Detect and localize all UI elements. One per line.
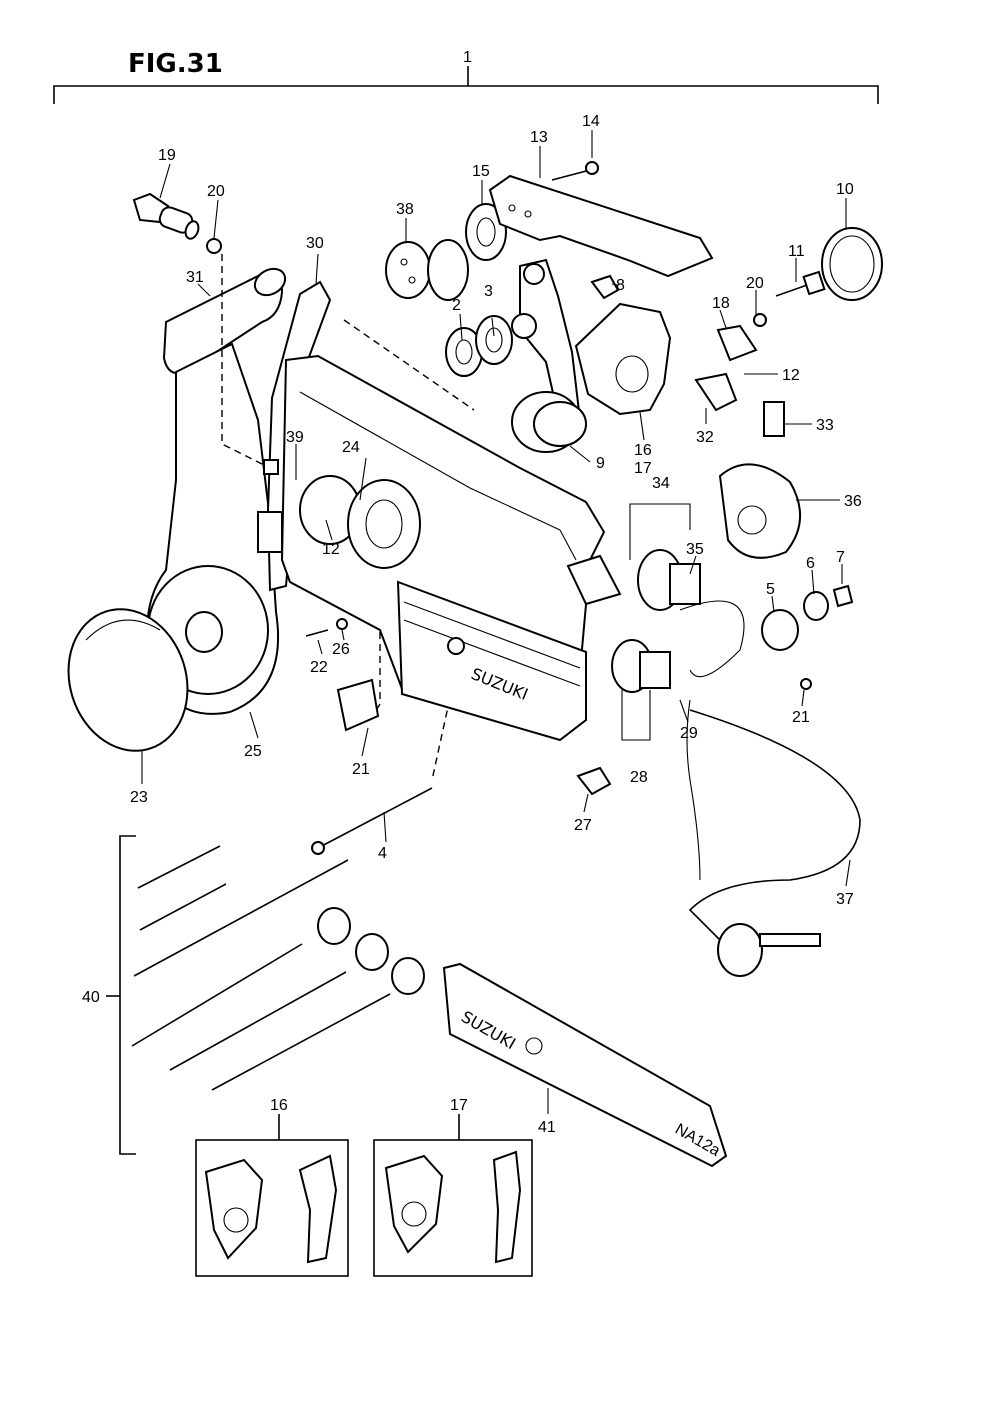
callout-9: 9 (596, 455, 605, 472)
mounting-plate-part (488, 174, 714, 278)
callout-39: 39 (286, 429, 304, 446)
control-grip-part (162, 267, 287, 375)
callout-1: 1 (463, 49, 472, 66)
callout-34: 34 (652, 475, 670, 492)
bushing-parts (445, 315, 513, 377)
washer-15-part (465, 203, 507, 261)
callout-26: 26 (332, 641, 350, 658)
callout-8: 8 (616, 277, 625, 294)
alignment-line-bolt (431, 651, 461, 781)
callout-22: 22 (310, 659, 328, 676)
callout-12-left: 12 (322, 541, 340, 558)
callout-5: 5 (766, 581, 775, 598)
kit-40-contents (131, 845, 425, 1091)
callout-3: 3 (484, 283, 493, 300)
callout-40: 40 (82, 989, 100, 1006)
washer-ring-part (427, 239, 469, 301)
callout-17-inset: 17 (450, 1097, 468, 1114)
callout-21-right: 21 (792, 709, 810, 726)
callout-32: 32 (696, 429, 714, 446)
clip-8-part (590, 274, 620, 300)
bolt-11-part (775, 270, 826, 297)
callout-2: 2 (452, 297, 461, 314)
callout-6: 6 (806, 555, 815, 572)
alignment-line-body (343, 319, 475, 411)
lever-32-part (694, 372, 738, 412)
callout-38: 38 (396, 201, 414, 218)
lever-knob-part (132, 192, 200, 240)
callout-41: 41 (538, 1119, 556, 1136)
inset-17 (373, 1114, 533, 1277)
callout-36: 36 (844, 493, 862, 510)
callout-20-right: 20 (746, 275, 764, 292)
figure-title: FIG.31 (128, 49, 223, 79)
assembly-bracket (53, 66, 879, 104)
inset-16 (195, 1114, 349, 1277)
clip-ring-left (206, 238, 222, 254)
lever-cover-part (67, 608, 189, 752)
friction-disc-part (385, 241, 431, 299)
screw-21-right (800, 678, 812, 690)
callout-labels: 1 19 20 30 31 38 15 13 14 10 11 20 18 8 … (82, 49, 862, 1136)
ring-10-part (821, 227, 883, 301)
callout-37: 37 (836, 891, 854, 908)
callout-10: 10 (836, 181, 854, 198)
leader-lines (141, 130, 851, 1114)
callout-27: 27 (574, 817, 592, 834)
callout-17: 17 (634, 460, 652, 477)
callout-33: 33 (816, 417, 834, 434)
parts-5-6-7 (761, 584, 854, 651)
callout-30: 30 (306, 235, 324, 252)
washer-26-part (336, 618, 348, 630)
neutral-switch-assembly (263, 459, 421, 569)
remote-control-housing: SUZUKI (280, 354, 606, 742)
callout-11: 11 (788, 243, 805, 260)
callout-16: 16 (634, 442, 652, 459)
kit-40-bracket (106, 835, 136, 1155)
cover-strip-41: SUZUKI NA12a (442, 962, 728, 1168)
callout-24: 24 (342, 439, 360, 456)
callout-35: 35 (686, 541, 704, 558)
callout-15: 15 (472, 163, 490, 180)
callout-4: 4 (378, 845, 387, 862)
callout-31: 31 (186, 269, 204, 286)
wiring-harness-37 (688, 709, 861, 977)
callout-18: 18 (712, 295, 730, 312)
callout-19: 19 (158, 147, 176, 164)
block-18-part (716, 324, 758, 362)
switch-33-part (763, 401, 785, 437)
callout-13: 13 (530, 129, 548, 146)
callout-29: 29 (680, 725, 698, 742)
callout-16-inset: 16 (270, 1097, 288, 1114)
callout-20-left: 20 (207, 183, 225, 200)
bolt-4-part (311, 787, 433, 855)
cover-36-part (718, 463, 802, 559)
bracket-21-left (336, 678, 380, 732)
callout-14: 14 (582, 113, 600, 130)
washer-9-part (533, 401, 587, 447)
screw-14-part (551, 161, 599, 181)
part-27 (576, 766, 612, 796)
callout-23: 23 (130, 789, 148, 806)
callout-7: 7 (836, 549, 845, 566)
callout-21-left: 21 (352, 761, 370, 778)
clip-ring-right (753, 313, 767, 327)
callout-28: 28 (630, 769, 648, 786)
connector-assembly (566, 549, 745, 678)
alignment-line-grip (221, 254, 275, 471)
stop-switch-assembly (611, 639, 701, 881)
screw-22-part (305, 629, 329, 637)
callout-12-right: 12 (782, 367, 800, 384)
callout-25: 25 (244, 743, 262, 760)
